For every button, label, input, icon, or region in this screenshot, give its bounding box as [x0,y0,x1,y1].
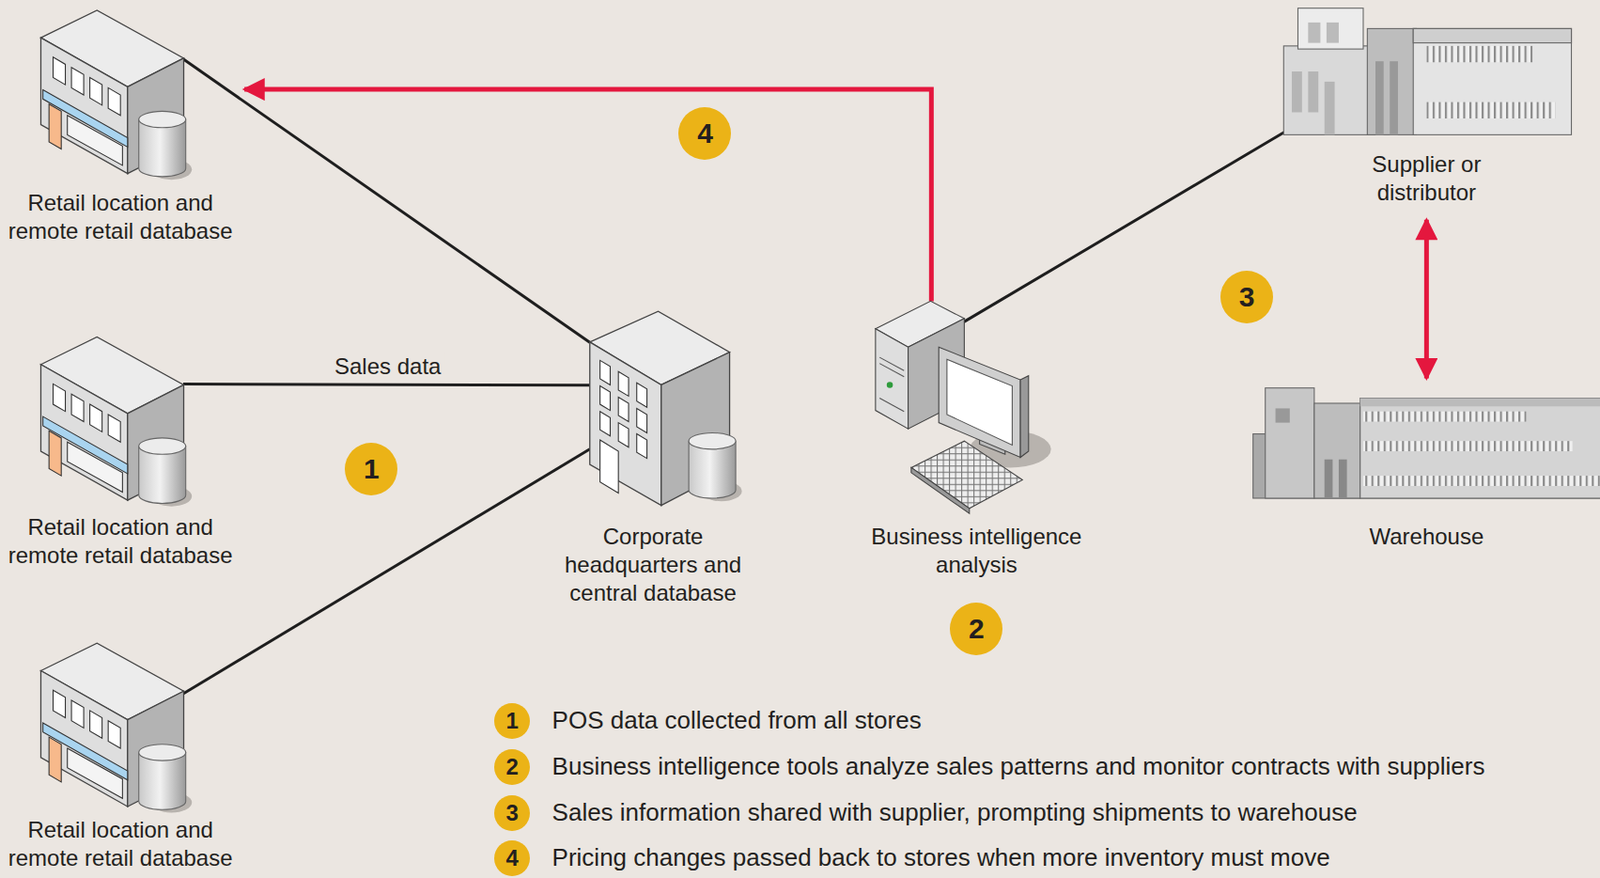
node-label: Business intelligence analysis [863,522,1089,579]
connector [183,59,591,342]
node-label: Supplier or distributor [1355,150,1497,207]
edge-label: Sales data [330,353,445,381]
callout-number: 2 [494,748,530,785]
headquarters: Corporate headquarters and central datab… [537,310,769,607]
callout-number: 2 [949,602,1003,655]
store-icon [40,336,192,506]
retail-store: Retail location and remote retail databa… [1,336,239,570]
legend-text: POS data collected from all stores [552,705,922,735]
bi-workstation: Business intelligence analysis [863,300,1089,579]
legend-text: Business intelligence tools analyze sale… [552,751,1486,781]
retail-store: Retail location and remote retail databa… [1,642,239,872]
legend-text: Sales information shared with supplier, … [552,797,1358,827]
callout-number: 1 [344,442,398,496]
legend-text: Pricing changes passed back to stores wh… [552,843,1331,873]
supplier-icon [1283,8,1571,136]
connector [244,89,932,301]
warehouse-icon [1253,388,1600,498]
store-icon [40,10,192,180]
callout-number: 4 [678,107,731,160]
connector [183,384,591,386]
retail-store: Retail location and remote retail databa… [1,10,239,246]
callout-number: 3 [494,794,530,831]
supplier: Supplier or distributor [1355,8,1497,207]
callout-number: 4 [494,839,530,876]
node-label: Retail location and remote retail databa… [1,512,239,570]
warehouse: Warehouse [1332,386,1521,552]
headquarters-icon [590,310,743,505]
node-label: Corporate headquarters and central datab… [537,522,769,607]
store-icon [40,642,192,812]
node-label: Retail location and remote retail databa… [1,188,239,246]
node-label: Retail location and remote retail databa… [1,815,239,872]
computer-icon [875,300,1052,513]
node-label: Warehouse [1332,522,1521,551]
connector [1424,219,1430,379]
callout-number: 1 [494,702,530,739]
callout-number: 3 [1220,270,1274,324]
